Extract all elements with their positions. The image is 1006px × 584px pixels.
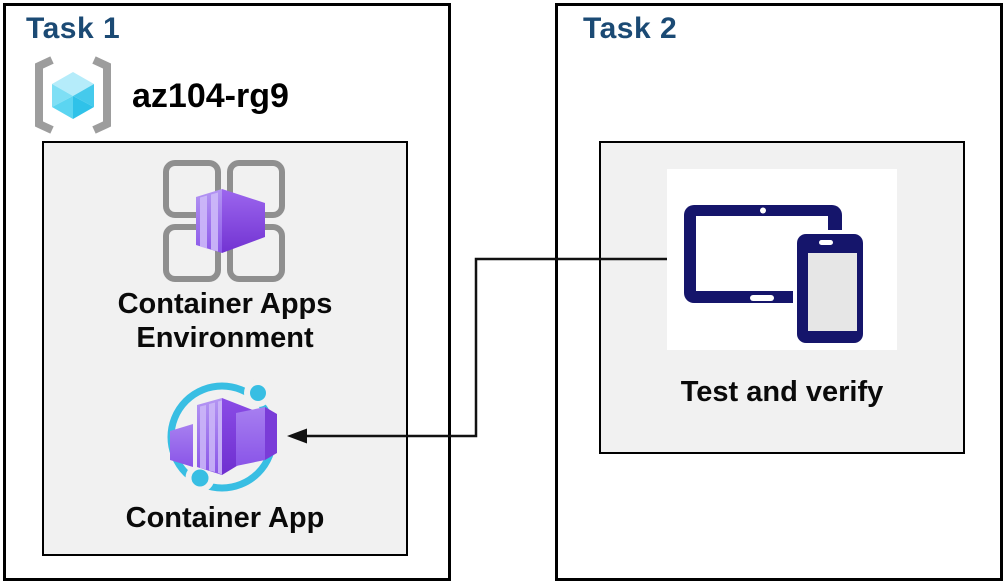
task1-title: Task 1 — [26, 12, 121, 45]
devices-icon — [667, 169, 897, 350]
resource-group-name: az104-rg9 — [132, 77, 289, 115]
container-apps-environment-icon — [163, 160, 285, 282]
task1-box: Task 1 az104-rg9 — [3, 3, 451, 581]
resource-group-icon — [35, 56, 111, 134]
task2-box: Task 2 Test and verify — [555, 3, 1003, 581]
container-app-icon — [167, 379, 277, 493]
test-and-verify-label: Test and verify — [680, 376, 884, 408]
task2-title: Task 2 — [583, 12, 678, 45]
container-apps-environment-label: Container Apps Environment — [117, 288, 333, 354]
container-app-label: Container App — [125, 502, 325, 534]
